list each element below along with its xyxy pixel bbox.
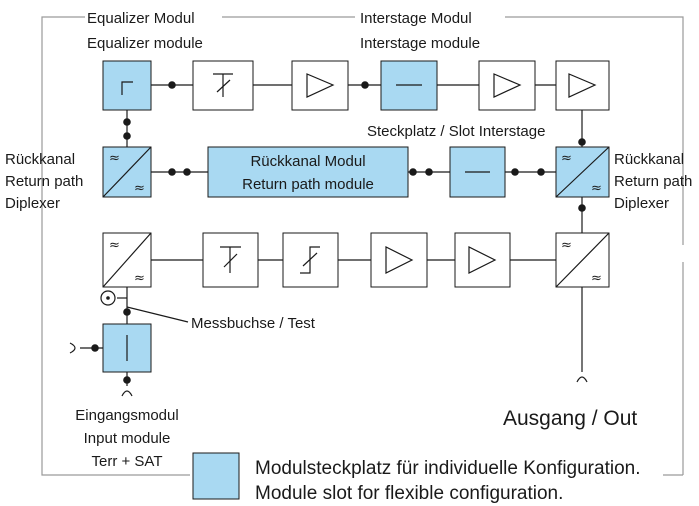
diplexer-tildes: ≈ ≈ ≈ ≈ ≈ ≈ ≈ ≈ [109,151,602,286]
equalizer-symbol-icon [121,81,133,95]
test-label: Messbuchse / Test [191,315,316,332]
tilde-icon: ≈ [591,271,602,286]
legend-swatch [192,452,240,500]
amp-triangle-3-icon [568,73,597,98]
tilde-icon: ≈ [561,238,572,253]
input-connector-icon [69,342,76,354]
return-path-label-en: Return path module [242,176,374,193]
amp-triangle-4-icon [385,246,414,274]
amp-triangle-5-icon [468,246,497,274]
right-diplexer-label-3: Diplexer [614,195,669,212]
slope-bottom-icon [300,246,320,274]
amp-5-box [454,232,511,288]
diplexer-right-diagonal [555,146,610,198]
amp-1-box [291,60,349,111]
tilde-icon: ≈ [134,271,145,286]
input-label-1: Eingangsmodul [75,407,178,424]
slots [102,60,610,373]
tilde-icon: ≈ [561,151,572,166]
amp-4-box [370,232,428,288]
amp-2-box [478,60,536,111]
left-diplexer-label-1: Rückkanal [5,151,75,168]
test-socket-icon [100,290,116,306]
right-diplexer-label-2: Return path [614,173,692,190]
diplexer-left-diagonal [102,146,152,198]
input-label-2: Input module [84,430,171,447]
input-label-3: Terr + SAT [92,453,163,470]
equalizer-label-en: Equalizer module [87,35,203,52]
legend-label-de: Modulsteckplatz für individuelle Konfigu… [255,458,641,479]
return-path-module-slot [207,146,409,198]
output-label: Ausgang / Out [503,407,637,430]
outer-frame [41,16,684,476]
tilt-top-icon [213,73,233,97]
tilt-bottom-icon [220,246,241,273]
tilde-icon: ≈ [109,238,120,253]
amp-3-box [555,60,610,111]
slot-interstage-label: Steckplatz / Slot Interstage [367,123,545,140]
white-boxes [102,60,610,288]
output-connector-icon [576,376,588,383]
right-diplexer-label-1: Rückkanal [614,151,684,168]
interstage-label-en: Interstage module [360,35,480,52]
tilde-icon: ≈ [591,181,602,196]
equalizer-slot [102,60,152,111]
input-bottom-connector-icon [121,390,133,397]
interstage-label-de: Interstage Modul [360,10,472,27]
amp-triangle-2-icon [493,73,522,98]
amp-triangle-1-icon [306,73,335,98]
equalizer-label-de: Equalizer Modul [87,10,195,27]
tilde-icon: ≈ [134,181,145,196]
legend-label-en: Module slot for flexible configuration. [255,483,563,504]
diplexer-left-bottom-diagonal [102,232,152,288]
tilde-icon: ≈ [109,151,120,166]
left-diplexer-label-2: Return path [5,173,83,190]
left-diplexer-label-3: Diplexer [5,195,60,212]
junction-dots [91,81,586,384]
return-path-label-de: Rückkanal Modul [250,153,365,170]
symbols [102,73,610,361]
diplexer-right-bottom-diagonal [555,232,610,288]
